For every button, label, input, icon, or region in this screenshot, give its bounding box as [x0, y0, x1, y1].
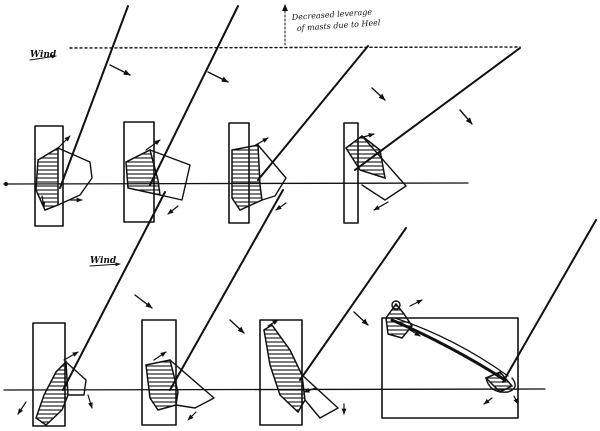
top-figure-1	[34, 5, 131, 227]
waterline-top-start-dot	[4, 182, 8, 186]
hull-rect	[34, 125, 64, 227]
hull-outline	[169, 359, 215, 409]
hull-outline	[65, 361, 87, 396]
force-arrow	[353, 311, 369, 326]
top-figure-2	[123, 5, 239, 223]
hull-hatched	[344, 135, 386, 180]
mast	[59, 5, 129, 189]
hull-hatched	[35, 146, 59, 211]
hull-outline	[149, 149, 191, 201]
bottom-figure-1	[17, 191, 166, 427]
mast	[149, 5, 239, 186]
mast	[502, 219, 597, 383]
force-arrow	[371, 87, 386, 101]
hull-rect	[141, 319, 177, 426]
force-arrow	[229, 319, 245, 334]
keel-hatched	[484, 371, 514, 393]
dotted-leverage-line	[69, 46, 521, 49]
mast	[354, 47, 521, 171]
mast	[299, 227, 407, 381]
force-arrow	[134, 294, 153, 309]
wind-label-bottom: Wind	[89, 256, 121, 267]
bottom-figure-2	[141, 189, 284, 426]
hull-outline	[57, 147, 93, 206]
hull-rect	[343, 122, 359, 224]
top-figure-3	[228, 45, 386, 224]
hull-hatched	[35, 360, 69, 426]
force-arrow	[109, 64, 131, 76]
svg-text:Wind: Wind	[90, 256, 117, 266]
heel-annotation: Decreased leverage of masts due to Heel	[282, 4, 381, 46]
hull-hatched	[231, 144, 263, 211]
mast	[62, 191, 166, 391]
hull-outline	[361, 135, 407, 201]
mast	[257, 45, 369, 181]
hull-hatched	[263, 323, 306, 414]
svg-text:Wind: Wind	[30, 50, 57, 60]
hull-hatched	[145, 359, 179, 411]
bottom-figure-3	[259, 227, 407, 426]
mast	[169, 189, 284, 391]
hull-outline	[301, 374, 339, 419]
bottom-figure-4	[381, 219, 597, 419]
force-arrow	[459, 109, 473, 125]
hull-rect	[259, 319, 303, 426]
annotation-arrowhead	[282, 4, 288, 11]
hull-rect	[381, 317, 519, 419]
hull-hatched	[125, 148, 161, 196]
waterline-bottom	[3, 388, 546, 391]
masthead-hatched	[385, 302, 413, 339]
force-arrow	[207, 71, 229, 83]
wind-label-top: Wind	[29, 50, 57, 61]
hull-outline	[257, 144, 287, 201]
top-figure-4	[343, 47, 521, 224]
